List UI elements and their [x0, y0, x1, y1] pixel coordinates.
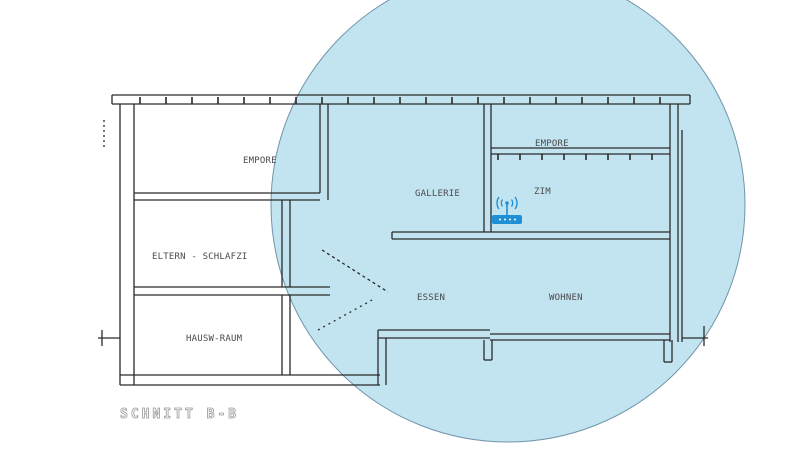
section-lines — [98, 94, 708, 386]
wifi-router-icon — [492, 196, 522, 224]
roof-rafters — [139, 97, 661, 104]
room-label-gallerie: GALLERIE — [415, 189, 460, 199]
room-label-zim: ZIM — [534, 187, 551, 197]
room-label-hausw-raum: HAUSW-RAUM — [186, 334, 243, 344]
room-label-eltern-schlafzi: ELTERN - SCHLAFZI — [152, 252, 248, 262]
room-label-empore-left: EMPORE — [243, 156, 277, 166]
section-caption: SCHNITT B-B — [120, 407, 239, 422]
room-label-essen: ESSEN — [417, 293, 445, 303]
room-label-wohnen: WOHNEN — [549, 293, 583, 303]
room-label-empore-right: EMPORE — [535, 139, 569, 149]
empore-rafters — [497, 154, 653, 160]
